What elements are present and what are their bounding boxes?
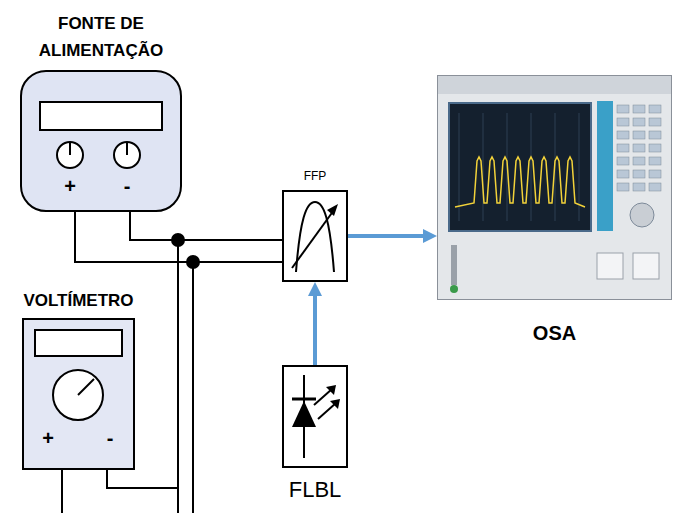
voltmeter: VOLTÍMETRO+- — [22, 318, 135, 470]
terminal-sign: - — [95, 426, 125, 450]
electrical-wire — [75, 212, 282, 262]
fabry-perot-filter-drawing — [282, 190, 348, 282]
wire — [61, 470, 63, 513]
fabry-perot-filter: FFP — [282, 190, 348, 282]
optical-path — [313, 296, 317, 365]
power-supply: FONTE DE ALIMENTAÇÃO+- — [20, 70, 182, 212]
terminal-sign: + — [33, 426, 63, 450]
laser-source-drawing — [282, 365, 348, 468]
terminal-sign: - — [112, 174, 142, 198]
wire — [177, 240, 179, 513]
electrical-wire — [130, 212, 282, 240]
device-label: OSA — [437, 321, 672, 345]
optical-spectrum-analyzer: OSA — [437, 75, 672, 300]
device-label: FFP — [272, 169, 358, 184]
device-title: VOLTÍMETRO — [2, 290, 155, 312]
voltmeter-drawing — [22, 318, 135, 470]
laser-source: FLBL — [282, 365, 348, 468]
device-label: FLBL — [262, 477, 368, 503]
wire — [107, 470, 178, 488]
device-title: FONTE DE ALIMENTAÇÃO — [10, 10, 192, 64]
power-supply-drawing — [20, 70, 182, 212]
terminal-sign: + — [55, 174, 85, 198]
optical-path — [348, 234, 423, 238]
optical-spectrum-analyzer-drawing — [437, 75, 672, 300]
wire — [192, 262, 194, 513]
